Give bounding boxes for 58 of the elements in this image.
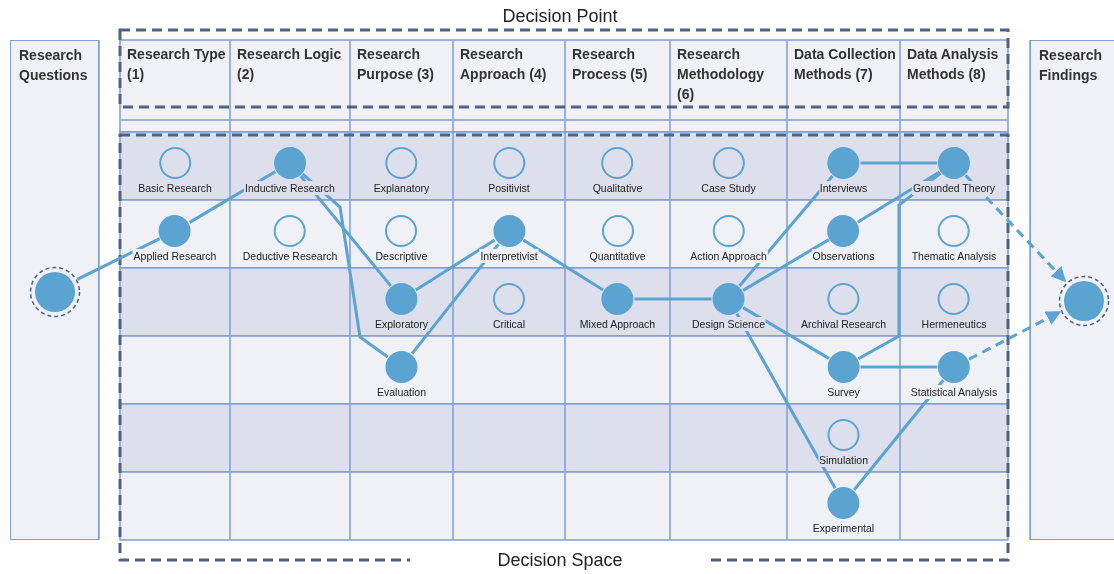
- option-label: Grounded Theory: [911, 181, 997, 195]
- option-label: Interpretivist: [479, 249, 539, 263]
- option-label: Basic Research: [137, 181, 213, 195]
- option-label: Mixed Approach: [578, 317, 657, 331]
- column-header: Research Process (5): [572, 45, 649, 84]
- option-label: Quantitative: [588, 249, 647, 263]
- panel-title: Research Findings: [1039, 46, 1104, 85]
- option-label: Positivist: [487, 181, 531, 195]
- connector-line: [299, 175, 392, 287]
- option-label: Explanatory: [372, 181, 431, 195]
- connector-line: [853, 379, 945, 491]
- option-label: Action Approach: [689, 249, 768, 263]
- option-label: Case Study: [700, 181, 757, 195]
- side-panel: [10, 40, 99, 540]
- connector-line: [738, 175, 834, 287]
- option-label: Applied Research: [132, 249, 218, 263]
- connector-line: [857, 172, 942, 360]
- option-label: Simulation: [818, 453, 869, 467]
- option-label: Observations: [811, 249, 876, 263]
- connector-line: [415, 238, 496, 292]
- option-label: Design Science: [691, 317, 766, 331]
- option-label: Qualitative: [591, 181, 644, 195]
- connector-line: [860, 365, 937, 369]
- connector-line: [410, 243, 500, 355]
- connector-line: [735, 313, 837, 489]
- option-label: Archival Research: [799, 317, 888, 331]
- option-label: Interviews: [818, 181, 869, 195]
- option-label: Experimental: [811, 521, 876, 535]
- option-label: Survey: [826, 385, 861, 399]
- column-header: Research Purpose (3): [357, 45, 435, 84]
- column-header: Research Methodology (6): [677, 45, 766, 104]
- option-label: Statistical Analysis: [909, 385, 999, 399]
- connector-line: [634, 297, 712, 301]
- connector-line: [857, 170, 941, 224]
- connector-line: [301, 173, 389, 359]
- option-label: Deductive Research: [241, 249, 339, 263]
- connector-line: [742, 238, 830, 292]
- option-label: Inductive Research: [244, 181, 336, 195]
- option-label: Hermeneutics: [920, 317, 988, 331]
- panel-title: Research Questions: [19, 46, 89, 85]
- side-panel: [1030, 40, 1114, 540]
- dashed-arrow: [964, 174, 1067, 283]
- dashed-arrow: [968, 310, 1062, 361]
- connector-line: [522, 238, 604, 292]
- connector-line: [76, 237, 161, 281]
- option-label: Critical: [491, 317, 527, 331]
- column-header: Research Logic (2): [237, 45, 343, 84]
- column-header: Research Approach (4): [460, 45, 548, 84]
- column-header: Data Collection Methods (7): [794, 45, 897, 84]
- option-label: Descriptive: [374, 249, 429, 263]
- connector-line: [188, 170, 277, 224]
- connector-line: [742, 306, 830, 360]
- option-label: Thematic Analysis: [910, 249, 998, 263]
- option-label: Exploratory: [373, 317, 430, 331]
- connector-line: [860, 161, 937, 165]
- column-header: Research Type (1): [127, 45, 227, 84]
- option-label: Evaluation: [376, 385, 427, 399]
- column-header: Data Analysis Methods (8): [907, 45, 1000, 84]
